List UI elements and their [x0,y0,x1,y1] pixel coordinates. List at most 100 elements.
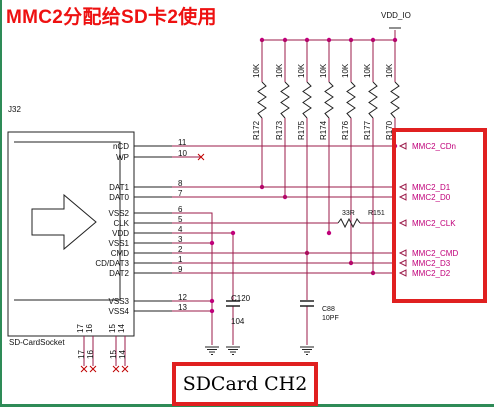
wires-layer [172,30,398,345]
junction-dot [209,298,215,304]
net-arrow-MMC2_D1 [398,183,407,191]
net-arrow-MMC2_D3 [398,259,407,267]
pullup-resistor-R174 [324,81,334,119]
ground-C88 [300,346,314,355]
card-outline [14,141,121,301]
pullup-ref-R174: R174 [319,120,328,140]
pin-name-9: DAT2 [109,269,129,278]
bottom-pin-num-outside-14: 14 [118,350,127,359]
pin-number-1: 1 [178,255,183,264]
page-border-left [0,0,2,407]
bottom-pin-num-inside-17: 17 [76,324,85,333]
pin-number-4: 4 [178,225,183,234]
pin-name-5: CLK [113,219,129,228]
power-net-label: VDD_IO [381,11,411,20]
junction-dot [209,240,215,246]
pin-number-6: 6 [178,205,183,214]
pin-name-13: VSS4 [109,307,130,316]
pin-number-11: 11 [178,138,187,147]
pin-number-5: 5 [178,215,183,224]
cap-C120-value: 104 [231,317,245,326]
pin-number-9: 9 [178,265,183,274]
net-label-MMC2_CMD: MMC2_CMD [412,249,458,258]
net-label-MMC2_D0: MMC2_D0 [412,193,451,202]
parts-layer [7,27,407,373]
bottom-pin-num-inside-16: 16 [85,324,94,333]
pullup-resistor-R173 [280,81,290,119]
pullup-value-R172: 10K [252,63,261,78]
bottom-pin-num-outside-17: 17 [77,350,86,359]
pullup-value-R177: 10K [363,63,372,78]
pullup-value-R176: 10K [341,63,350,78]
pin-number-7: 7 [178,189,183,198]
net-arrow-MMC2_CDn [398,142,407,150]
net-label-callout [392,128,487,303]
bottom-pin-num-inside-15: 15 [108,324,117,333]
net-arrow-MMC2_CMD [398,249,407,257]
pullup-resistor-R170 [390,81,400,119]
pin-name-10: WP [116,153,129,162]
pin-number-12: 12 [178,293,187,302]
series-resistor-ref: R151 [368,210,385,217]
caption-box: SDCard CH2 [172,362,318,406]
pullup-value-R174: 10K [319,63,328,78]
diagram-title: MMC2分配给SD卡2使用 [6,7,217,28]
pin-name-8: DAT1 [109,183,129,192]
series-resistor-value: 33R [342,210,355,217]
pullup-resistor-R176 [346,81,356,119]
pin-number-3: 3 [178,235,183,244]
net-arrow-MMC2_D2 [398,269,407,277]
pullup-value-R173: 10K [275,63,284,78]
pullup-value-R170: 10K [385,63,394,78]
caption-text: SDCard CH2 [182,373,308,395]
cap-C88-value: 10PF [322,315,339,322]
pin-number-10: 10 [178,149,187,158]
net-arrow-MMC2_CLK [398,219,407,227]
pullup-ref-R172: R172 [252,120,261,140]
net-label-MMC2_CLK: MMC2_CLK [412,219,456,228]
ground-main [205,346,219,355]
pullup-resistor-R177 [368,81,378,119]
pin-name-12: VSS3 [109,297,130,306]
bottom-pin-num-outside-15: 15 [109,350,118,359]
pin-name-2: CMD [111,249,129,258]
pin-name-4: VDD [112,229,129,238]
net-label-MMC2_D3: MMC2_D3 [412,259,451,268]
pin-name-11: nCD [113,142,129,151]
net-label-MMC2_CDn: MMC2_CDn [412,142,456,151]
cap-C120-ref: C120 [231,294,251,303]
connector-part-name: SD-CardSocket [9,338,65,347]
pullup-resistor-R172 [257,81,267,119]
bottom-pin-nc-14 [121,365,129,373]
pin-name-7: DAT0 [109,193,129,202]
pullup-ref-R170: R170 [385,120,394,140]
ground-C120 [226,346,240,355]
junction-dot [209,308,215,314]
bottom-pin-num-inside-14: 14 [117,324,126,333]
pin-number-2: 2 [178,245,183,254]
junction-dot [326,230,332,236]
junction-dot [230,230,236,236]
bottom-pin-num-outside-16: 16 [86,350,95,359]
pin-number-13: 13 [178,303,187,312]
bottom-pin-nc-15 [112,365,120,373]
pullup-ref-R177: R177 [363,120,372,140]
connector-ref: J32 [8,105,21,114]
pullup-ref-R176: R176 [341,120,350,140]
connector-body [7,131,135,337]
series-resistor-33R [337,217,361,229]
insertion-arrow-icon [31,193,97,251]
net-arrow-MMC2_D0 [398,193,407,201]
pullup-value-R175: 10K [297,63,306,78]
pullup-resistor-R175 [302,81,312,119]
pin-name-3: VSS1 [109,239,130,248]
pin-name-1: CD/DAT3 [95,259,129,268]
cap-C88-ref: C88 [322,306,335,313]
net-label-MMC2_D2: MMC2_D2 [412,269,451,278]
net-label-MMC2_D1: MMC2_D1 [412,183,451,192]
bottom-pin-nc-16 [89,365,97,373]
pin-name-6: VSS2 [109,209,130,218]
pin-number-8: 8 [178,179,183,188]
